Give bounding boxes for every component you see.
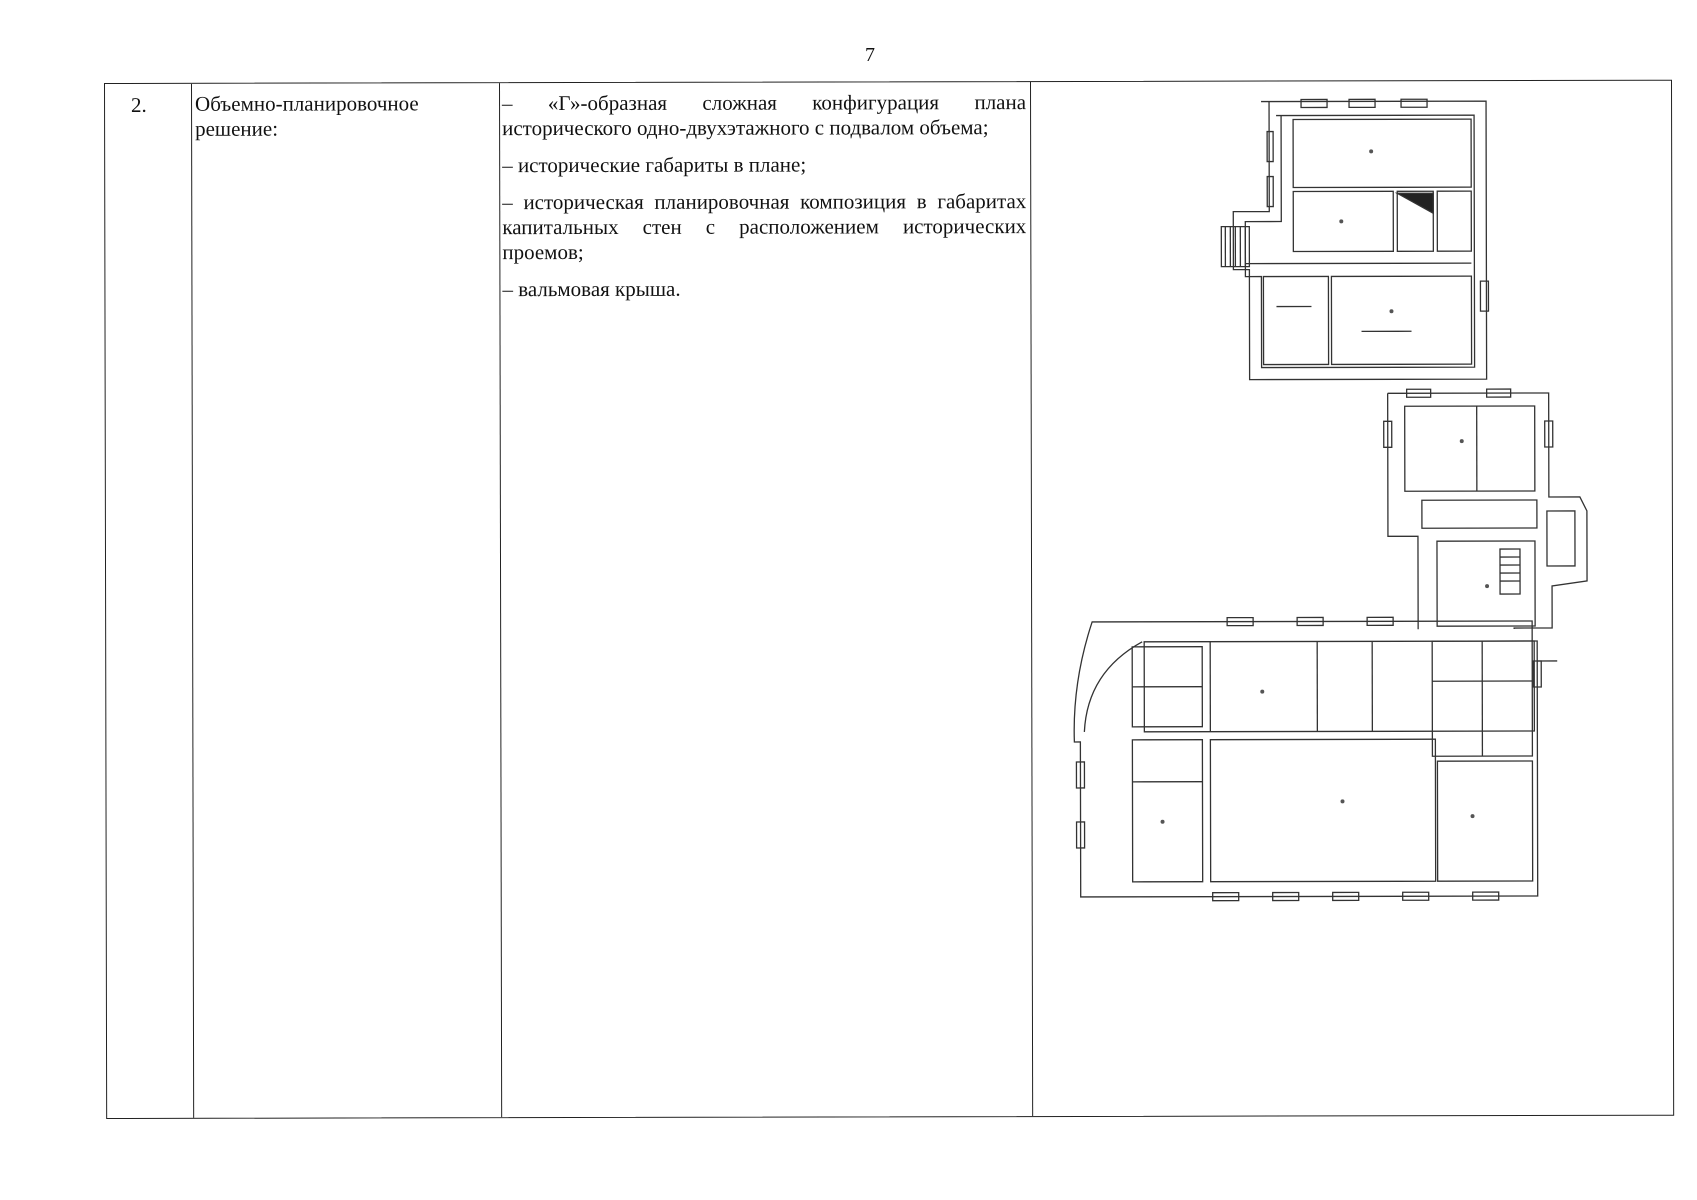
- description-item: – вальмовая крыша.: [502, 276, 681, 302]
- description-list: – «Г»-образная сложная конфигурация план…: [502, 90, 1026, 314]
- plan-annotations: [1160, 149, 1490, 824]
- row-label: Объемно-планировочное решение:: [195, 91, 419, 141]
- row-number: 2.: [131, 92, 147, 117]
- label-cell: Объемно-планировочное решение:: [191, 83, 503, 1118]
- description-item: – историческая планировочная композиция …: [502, 189, 1027, 265]
- page-number: 7: [865, 44, 875, 66]
- basement-plan: [1220, 98, 1490, 381]
- floor-plans-drawing: [1073, 98, 1588, 902]
- description-cell: – «Г»-образная сложная конфигурация план…: [499, 82, 1034, 1118]
- characteristics-table: 2. Объемно-планировочное решение: – «Г»-…: [104, 79, 1675, 1119]
- floor-plan-cell: [1030, 80, 1674, 1117]
- first-floor-plan: [1073, 388, 1588, 902]
- number-cell: 2.: [105, 84, 193, 1118]
- description-item: – «Г»-образная сложная конфигурация план…: [502, 90, 1027, 141]
- description-item: – исторические габариты в плане;: [502, 152, 807, 178]
